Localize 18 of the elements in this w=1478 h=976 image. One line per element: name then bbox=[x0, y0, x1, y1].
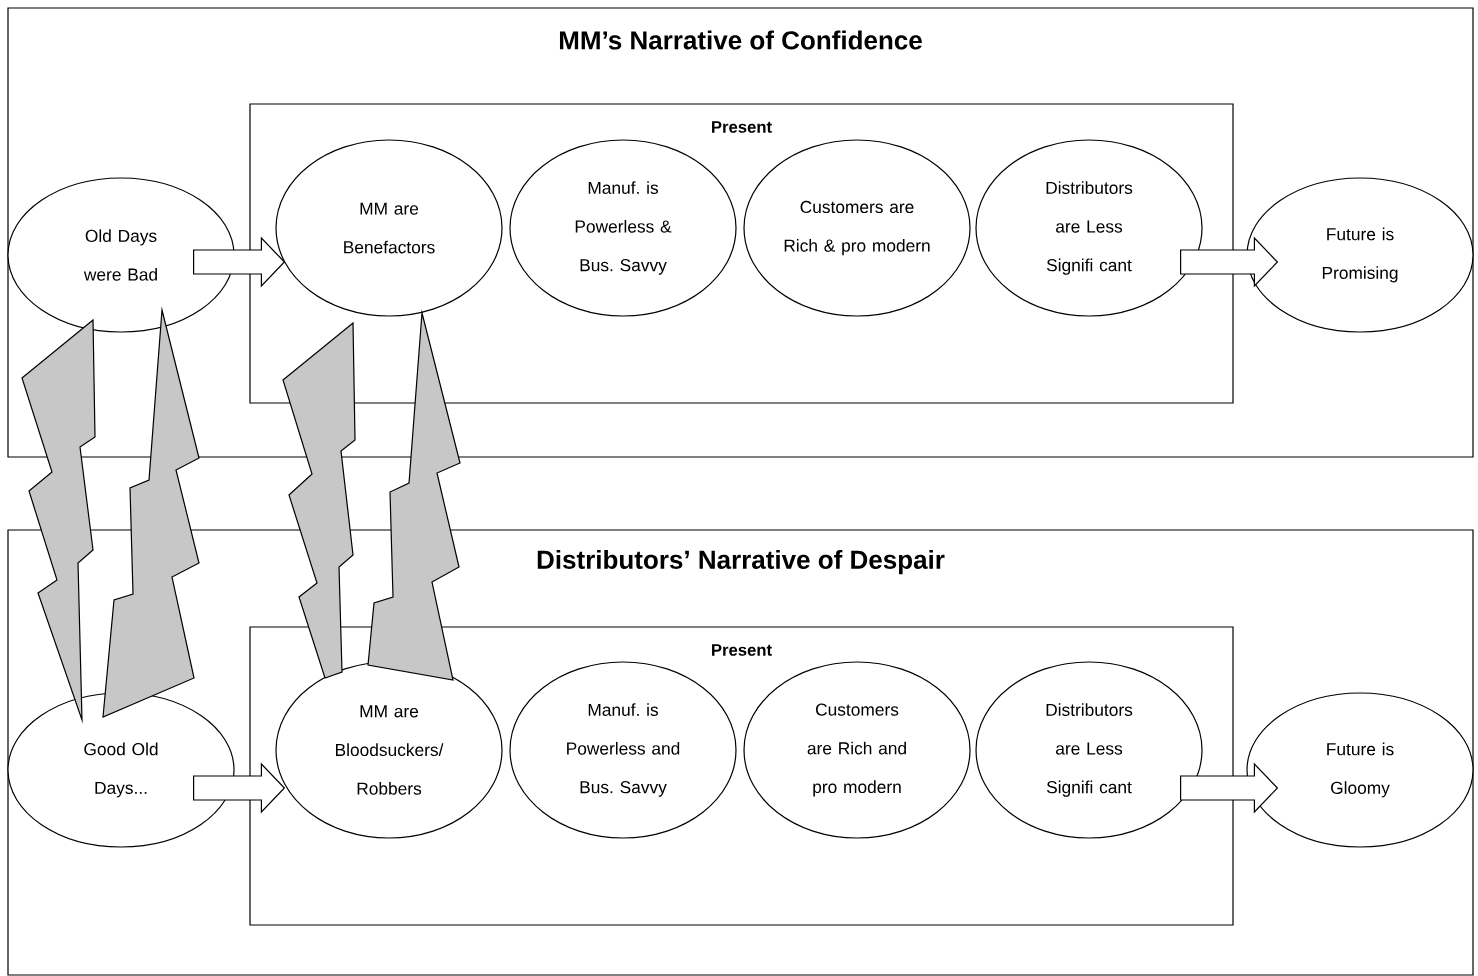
block-arrow bbox=[1180, 236, 1279, 288]
block-arrow bbox=[1180, 762, 1279, 814]
block-arrow bbox=[193, 762, 286, 814]
ellipse-node: Future is Promising bbox=[1246, 177, 1474, 333]
ellipse-node: Distributors are Less Signifi cant bbox=[975, 661, 1203, 839]
ellipse-node: Customers are Rich and pro modern bbox=[743, 661, 971, 839]
node-label: Future is Gloomy bbox=[1327, 742, 1394, 798]
ellipse-node: MM are Bloodsuckers/ Robbers bbox=[275, 661, 503, 839]
ellipse-node: Good Old Days... bbox=[7, 692, 235, 848]
ellipse-node: Old Days were Bad bbox=[7, 177, 235, 333]
ellipse-node: Manuf. is Powerless & Bus. Savvy bbox=[509, 139, 737, 317]
block-arrow bbox=[193, 236, 286, 288]
ellipse-node: Distributors are Less Signifi cant bbox=[975, 139, 1203, 317]
node-label: Future is Promising bbox=[1322, 227, 1398, 283]
ellipse-node: MM are Benefactors bbox=[275, 139, 503, 317]
ellipse-node: Manuf. is Powerless and Bus. Savvy bbox=[509, 661, 737, 839]
ellipse-node: Future is Gloomy bbox=[1246, 692, 1474, 848]
ellipse-node: Customers are Rich & pro modern bbox=[743, 139, 971, 317]
